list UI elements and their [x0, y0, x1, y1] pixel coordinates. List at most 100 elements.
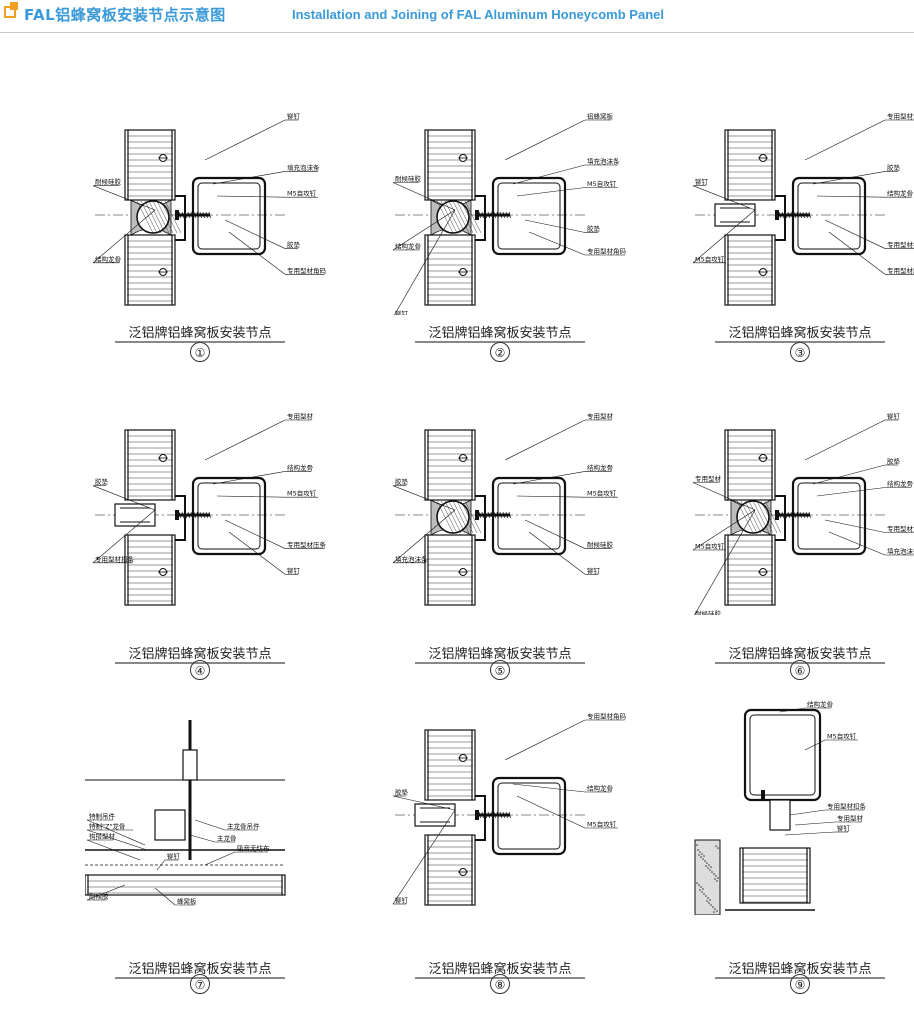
node-caption: 泛铝牌铝蜂窝板安装节点: [128, 326, 272, 341]
callout-label: M5自攻钉: [587, 820, 617, 829]
callout-label: 专用型材: [587, 412, 614, 421]
callout-label: 专用型材: [287, 412, 314, 421]
callout-label: 结构龙骨: [807, 700, 833, 709]
callout-label: 专用型材角码: [587, 712, 627, 721]
header-mark-fill-icon: [10, 2, 18, 10]
node-number: ①: [190, 342, 210, 362]
node-number: ⑥: [790, 660, 810, 680]
node-caption: 泛铝牌铝蜂窝板安装节点: [128, 647, 272, 662]
callout-label: 胶垫: [395, 788, 409, 797]
callout-label: M5自攻钉: [695, 542, 725, 551]
callout-label: 胶垫: [395, 477, 409, 486]
callout-label: 铆钉: [837, 824, 851, 833]
node-number: ⑨: [790, 974, 810, 994]
callout-label: 结构龙骨: [95, 254, 121, 263]
callout-label: 胶垫: [887, 163, 901, 172]
callout-label: 胶垫: [887, 457, 901, 466]
callout-label: 铆钉: [695, 177, 709, 186]
callout-label: 铆钉: [887, 412, 901, 421]
joint-detail-2: 铝蜂窝板耐候硅胶 填充泡沫条 M5自攻钉结构龙骨 胶垫专用型材角码铆钉: [385, 100, 685, 410]
callout-label: 铆钉: [395, 309, 409, 315]
callout-label: 专用型材扣条: [95, 554, 135, 563]
node-number: ③: [790, 342, 810, 362]
callout-label: 结构龙骨: [287, 463, 313, 472]
node-number: ⑦: [190, 974, 210, 994]
callout-label: 专用型材角码: [587, 247, 627, 256]
callout-label: M5自攻钉: [827, 732, 857, 741]
callout-label: M5自攻钉: [587, 489, 617, 498]
callout-label: 专用型材角码: [887, 112, 914, 121]
callout-label: 铆钉: [587, 566, 601, 575]
callout-label: 专用型材: [695, 474, 722, 483]
callout-label: 特制"Z"龙骨: [89, 822, 125, 831]
callout-label: M5自攻钉: [695, 254, 725, 263]
callout-label: 铆钉: [287, 566, 301, 575]
callout-label: 钩搭型材: [89, 832, 116, 841]
node-caption: 泛铝牌铝蜂窝板安装节点: [428, 962, 572, 977]
node-caption: 泛铝牌铝蜂窝板安装节点: [728, 962, 872, 977]
joint-detail-7: 特制吊件特制"Z"龙骨钩搭型材铆钉主龙骨吊件主龙骨吸音无纺布耐候胶蜂窝板: [85, 700, 385, 1010]
callout-label: 特制吊件: [89, 812, 116, 821]
callout-label: 专用型材压条: [287, 540, 327, 549]
page-header: FAL铝蜂窝板安装节点示意图 Installation and Joining …: [0, 0, 914, 36]
callout-label: 填充泡沫条: [887, 547, 914, 556]
callout-label: 专用型材: [837, 814, 864, 823]
callout-label: 铆钉: [287, 112, 301, 121]
joint-detail-4: 专用型材胶垫 结构龙骨 M5自攻钉专用型材扣条 专用型材压条铆钉: [85, 400, 385, 710]
joint-detail-3: 专用型材角码铆钉胶垫结构龙骨M5自攻钉专用型材扣条专用型材压条: [685, 100, 914, 410]
node-caption: 泛铝牌铝蜂窝板安装节点: [428, 326, 572, 341]
callout-label: 专用型材扣条: [887, 240, 914, 249]
callout-label: 专用型材角码: [887, 524, 914, 533]
page-title: FAL铝蜂窝板安装节点示意图: [24, 6, 226, 24]
callout-label: 蜂窝板: [177, 897, 197, 906]
callout-label: 结构龙骨: [587, 463, 613, 472]
callout-label: 结构龙骨: [395, 242, 421, 251]
callout-label: 结构龙骨: [587, 784, 613, 793]
callout-label: 耐候硅胶: [695, 609, 722, 615]
callout-label: 胶垫: [95, 477, 109, 486]
page-subtitle: Installation and Joining of FAL Aluminum…: [292, 7, 664, 22]
callout-label: 吸音无纺布: [237, 844, 270, 853]
callout-label: 胶垫: [587, 224, 601, 233]
callout-label: 耐候硅胶: [587, 540, 614, 549]
callout-label: 专用型材角码: [287, 266, 327, 275]
callout-label: 主龙骨: [217, 834, 237, 843]
callout-label: 专用型材扣条: [827, 802, 867, 811]
callout-label: M5自攻钉: [287, 489, 317, 498]
callout-label: M5自攻钉: [587, 179, 617, 188]
callout-label: 填充泡沫条: [287, 163, 320, 172]
joint-drawing-3: 专用型材角码铆钉胶垫结构龙骨M5自攻钉专用型材扣条专用型材压条: [692, 112, 914, 306]
node-number: ⑤: [490, 660, 510, 680]
callout-label: 铆钉: [395, 896, 409, 905]
callout-label: 耐候硅胶: [95, 177, 122, 186]
node-number: ④: [190, 660, 210, 680]
joint-detail-9: 结构龙骨 M5自攻钉专用型材扣条专用型材铆钉: [685, 700, 914, 1010]
callout-label: 耐候硅胶: [395, 174, 422, 183]
callout-label: 铆钉: [167, 852, 181, 861]
node-number: ⑧: [490, 974, 510, 994]
callout-label: 结构龙骨: [887, 189, 913, 198]
callout-label: 铝蜂窝板: [587, 112, 614, 121]
node-caption: 泛铝牌铝蜂窝板安装节点: [128, 962, 272, 977]
node-caption: 泛铝牌铝蜂窝板安装节点: [728, 647, 872, 662]
node-caption: 泛铝牌铝蜂窝板安装节点: [728, 326, 872, 341]
callout-label: 填充泡沫条: [587, 157, 620, 166]
callout-label: 结构龙骨: [887, 479, 913, 488]
node-number: ②: [490, 342, 510, 362]
joint-detail-8: 专用型材角码胶垫 结构龙骨 M5自攻钉铆钉: [385, 700, 685, 1010]
joint-detail-5: 专用型材胶垫 结构龙骨 M5自攻钉填充泡沫条 耐候硅胶铆钉: [385, 400, 685, 710]
header-divider: [0, 32, 914, 33]
callout-label: 耐候胶: [89, 892, 109, 901]
callout-label: 填充泡沫条: [395, 554, 428, 563]
callout-label: 胶垫: [287, 240, 301, 249]
